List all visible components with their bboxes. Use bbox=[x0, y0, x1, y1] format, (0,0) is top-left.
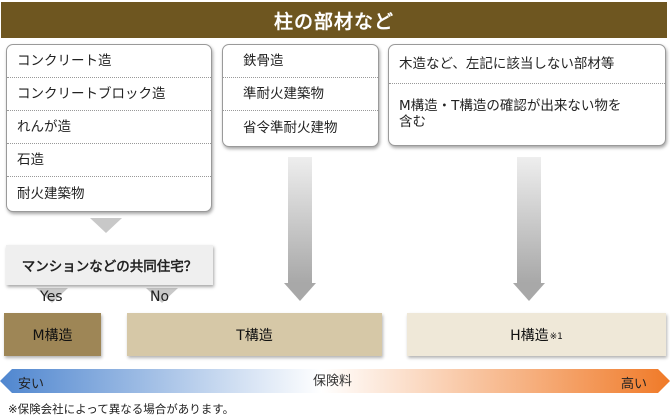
m-structure-box: M構造 bbox=[4, 313, 101, 356]
premium-high-label: 高い bbox=[621, 377, 648, 392]
material-item: 耐火建築物 bbox=[17, 185, 85, 202]
down-arrow-icon bbox=[90, 218, 122, 233]
title-bar: 柱の部材など bbox=[1, 2, 667, 38]
diagram-title: 柱の部材など bbox=[273, 10, 394, 33]
h-structure-note-mark: ※1 bbox=[549, 331, 563, 342]
material-item: M構造・T構造の確認が出来ない物を含む bbox=[389, 84, 665, 144]
premium-label: 保険料 bbox=[313, 374, 353, 389]
material-item: 木造など、左記に該当しない部材等 bbox=[389, 45, 665, 84]
material-item: 石造 bbox=[7, 144, 211, 177]
footnote: ※保険会社によって異なる場合があります。 bbox=[8, 402, 235, 416]
material-item: 省令準耐火建物 bbox=[243, 119, 338, 136]
material-item: コンクリートブロック造 bbox=[7, 78, 211, 111]
h-structure-box: H構造※1 bbox=[407, 313, 666, 356]
material-item-text: M構造・T構造の確認が出来ない物を含む bbox=[399, 98, 622, 130]
h-structure-label: H構造 bbox=[510, 327, 549, 344]
question-text: マンションなどの共同住宅？ bbox=[21, 259, 198, 275]
question-box: マンションなどの共同住宅？ bbox=[6, 245, 213, 285]
left-material-box: コンクリート造 コンクリートブロック造 れんが造 石造 耐火建築物 bbox=[6, 44, 212, 212]
middle-material-box: 鉄骨造 準耐火建築物 省令準耐火建物 bbox=[222, 44, 379, 147]
material-item: コンクリート造 bbox=[7, 45, 211, 78]
t-structure-label: T構造 bbox=[236, 327, 273, 344]
premium-low-label: 安い bbox=[18, 377, 45, 392]
right-material-box: 木造など、左記に該当しない部材等 M構造・T構造の確認が出来ない物を含む bbox=[388, 44, 666, 146]
material-item: 準耐火建築物 bbox=[223, 78, 378, 111]
premium-scale-arrow bbox=[0, 369, 670, 393]
yes-arrow-icon bbox=[36, 288, 68, 303]
right-long-arrow-icon bbox=[513, 157, 545, 301]
no-label: No bbox=[150, 289, 170, 305]
middle-long-arrow-icon bbox=[284, 157, 316, 301]
no-arrow-icon bbox=[146, 288, 178, 303]
premium-gradient-arrow-icon bbox=[0, 369, 670, 393]
t-structure-box: T構造 bbox=[127, 313, 382, 356]
material-item: 鉄骨造 bbox=[223, 45, 378, 78]
yes-label: Yes bbox=[40, 289, 63, 305]
material-item: れんが造 bbox=[7, 111, 211, 144]
m-structure-label: M構造 bbox=[32, 327, 73, 344]
